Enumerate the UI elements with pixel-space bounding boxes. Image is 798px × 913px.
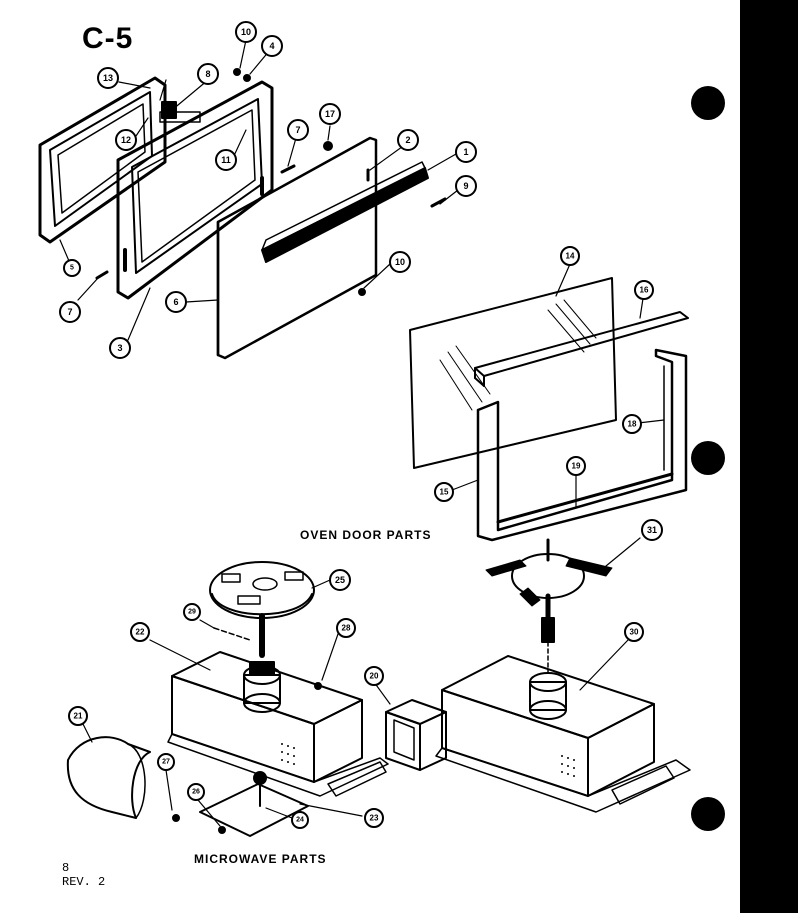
page-number: 8 bbox=[62, 861, 70, 875]
callout-27-label: 27 bbox=[162, 759, 170, 766]
door-glass bbox=[409, 277, 617, 469]
vent-holes-right bbox=[561, 755, 575, 777]
callout-17 bbox=[319, 103, 341, 125]
binder-hole-bottom bbox=[691, 797, 725, 831]
callout-9 bbox=[455, 175, 477, 197]
callout-9-label: 9 bbox=[463, 181, 468, 191]
callout-8 bbox=[197, 63, 219, 85]
callout-11 bbox=[215, 149, 237, 171]
callout-13 bbox=[97, 67, 119, 89]
callout-10a-label: 10 bbox=[241, 27, 251, 37]
callout-4 bbox=[261, 35, 283, 57]
callout-21-label: 21 bbox=[74, 712, 83, 721]
stirrer-shaft-left bbox=[213, 613, 265, 658]
callout-4-label: 4 bbox=[269, 41, 274, 51]
callout-5-label: 5 bbox=[70, 265, 74, 272]
callout-3 bbox=[109, 337, 131, 359]
callout-25 bbox=[329, 569, 351, 591]
callout-22 bbox=[130, 622, 150, 642]
callout-26 bbox=[187, 783, 205, 801]
callout-17-label: 17 bbox=[325, 109, 335, 119]
callout-20 bbox=[364, 666, 384, 686]
callout-bubbles bbox=[59, 21, 663, 829]
vent-holes-left bbox=[281, 743, 295, 765]
callout-2 bbox=[397, 129, 419, 151]
door-panel bbox=[216, 136, 378, 360]
callout-7a bbox=[287, 119, 309, 141]
motor-coupling-right bbox=[529, 672, 567, 720]
callout-29-label: 29 bbox=[188, 609, 196, 616]
callout-3-label: 3 bbox=[117, 343, 122, 353]
callout-21 bbox=[68, 706, 88, 726]
callout-11-label: 11 bbox=[221, 155, 231, 165]
callout-14-label: 14 bbox=[566, 252, 575, 261]
callout-29 bbox=[183, 603, 201, 621]
callout-5 bbox=[63, 259, 81, 277]
callout-15 bbox=[434, 482, 454, 502]
callout-10a bbox=[235, 21, 257, 43]
callout-19-label: 19 bbox=[572, 462, 581, 471]
callout-10b-label: 10 bbox=[395, 257, 405, 267]
callout-6-label: 6 bbox=[173, 297, 178, 307]
callout-15-label: 15 bbox=[440, 488, 449, 497]
callout-22-label: 22 bbox=[136, 628, 145, 637]
callout-13-label: 13 bbox=[103, 73, 113, 83]
callout-leaders bbox=[59, 39, 665, 827]
callout-28-label: 28 bbox=[342, 624, 351, 633]
motor-housing-left bbox=[167, 651, 389, 797]
waveguide-bracket bbox=[385, 699, 447, 771]
callout-24 bbox=[291, 811, 309, 829]
callout-30-label: 30 bbox=[630, 628, 639, 637]
scan-edge-bar bbox=[740, 0, 798, 913]
callout-7b bbox=[59, 301, 81, 323]
callout-27 bbox=[157, 753, 175, 771]
microwave-parts-title: MICROWAVE PARTS bbox=[194, 852, 327, 866]
callout-2-label: 2 bbox=[405, 135, 410, 145]
door-hardware bbox=[95, 68, 447, 296]
door-seal-top bbox=[474, 311, 689, 387]
revision-label: REV. 2 bbox=[62, 875, 106, 889]
oven-door-parts-title: OVEN DOOR PARTS bbox=[300, 528, 432, 542]
callout-16 bbox=[634, 280, 654, 300]
callout-18 bbox=[622, 414, 642, 434]
motor-housing-right bbox=[435, 655, 691, 813]
callout-23 bbox=[364, 808, 384, 828]
callout-1-label: 1 bbox=[463, 147, 468, 157]
callout-numbers: 1 2 3 4 5 6 7 7 8 9 10 10 11 12 13 14 15… bbox=[67, 27, 657, 824]
callout-6 bbox=[165, 291, 187, 313]
motor-cover bbox=[66, 736, 151, 819]
callout-31-label: 31 bbox=[647, 525, 657, 535]
callout-28 bbox=[336, 618, 356, 638]
callout-7a-label: 7 bbox=[295, 125, 300, 135]
binder-hole-middle bbox=[691, 441, 725, 475]
callout-8-label: 8 bbox=[205, 69, 210, 79]
callout-31 bbox=[641, 519, 663, 541]
stirrer-cover bbox=[209, 561, 315, 619]
stirrer-fan bbox=[485, 538, 613, 673]
page-code: C-5 bbox=[82, 22, 134, 55]
callout-19 bbox=[566, 456, 586, 476]
callout-16-label: 16 bbox=[640, 286, 649, 295]
callout-18-label: 18 bbox=[628, 420, 637, 429]
binder-hole-top bbox=[691, 86, 725, 120]
callout-25-label: 25 bbox=[335, 575, 345, 585]
callout-1 bbox=[455, 141, 477, 163]
door-handle bbox=[261, 161, 429, 263]
callout-30 bbox=[624, 622, 644, 642]
callout-12-label: 12 bbox=[121, 135, 131, 145]
callout-7b-label: 7 bbox=[67, 307, 72, 317]
callout-26-label: 26 bbox=[192, 789, 200, 796]
callout-10b bbox=[389, 251, 411, 273]
door-inner-frame bbox=[116, 80, 274, 300]
callout-12 bbox=[115, 129, 137, 151]
door-choke-frame bbox=[476, 348, 688, 542]
callout-23-label: 23 bbox=[370, 814, 379, 823]
callout-24-label: 24 bbox=[296, 817, 304, 824]
motor-coupling-left bbox=[243, 661, 281, 713]
callout-14 bbox=[560, 246, 580, 266]
callout-20-label: 20 bbox=[370, 672, 379, 681]
